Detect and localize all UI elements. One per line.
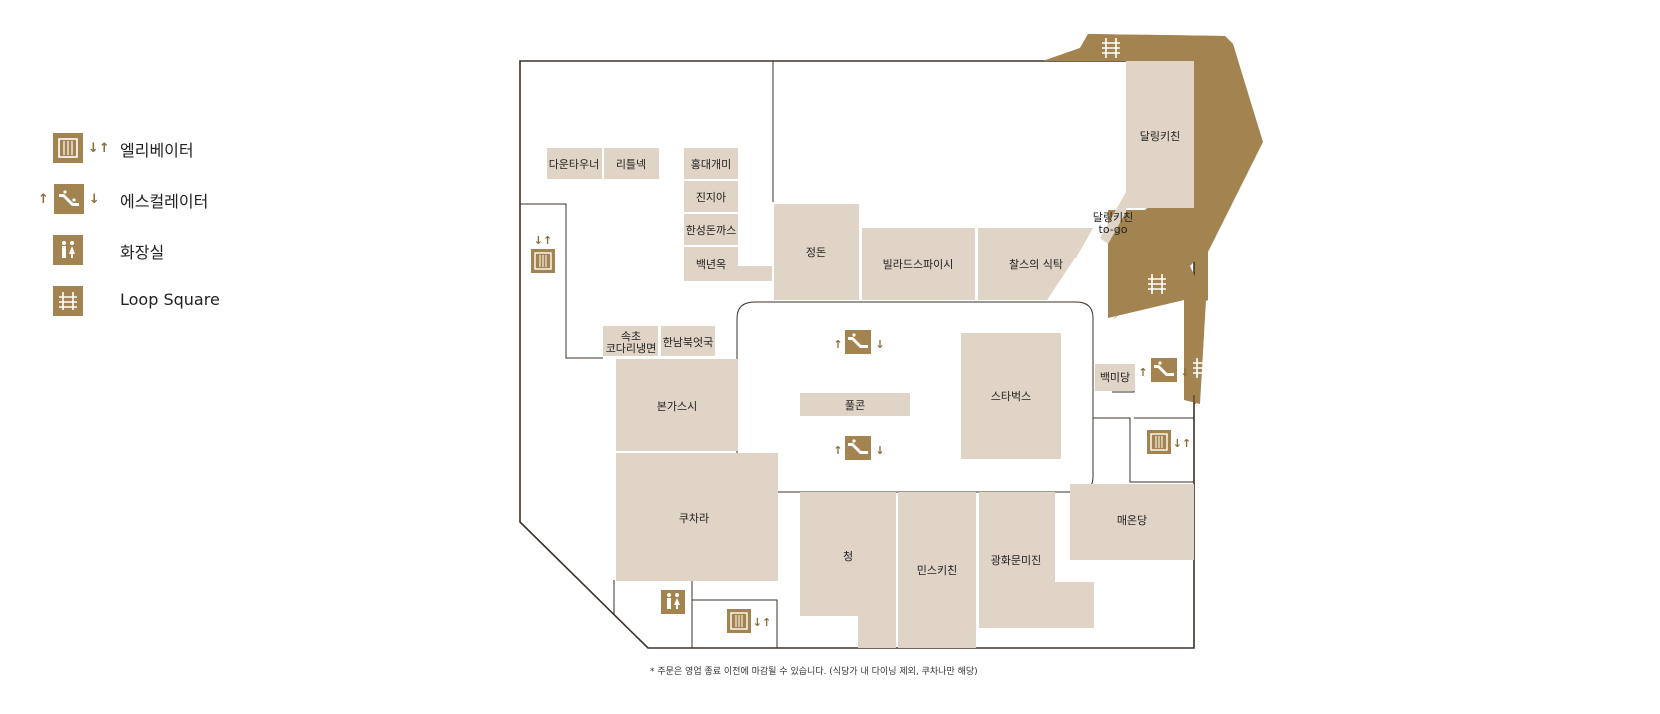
- store-jinjia[interactable]: 진지아: [696, 191, 726, 204]
- store-sokcho-line1[interactable]: 속초: [621, 330, 641, 343]
- store-jeongdon[interactable]: 정돈: [806, 246, 826, 259]
- escalator-icon[interactable]: [1151, 358, 1177, 382]
- store-bongasushi[interactable]: 본가스시: [657, 400, 697, 413]
- footnote: * 주문은 영업 종료 이전에 마감될 수 있습니다. (식당가 내 다이닝 제…: [650, 667, 978, 677]
- store-hannam[interactable]: 한남북엇국: [663, 336, 714, 349]
- elevator-arrows-icon: ↓↑: [753, 616, 771, 629]
- elevator-arrows-icon: ↓↑: [1173, 437, 1191, 450]
- loop-square-icon: [53, 286, 83, 316]
- store-pulkon[interactable]: 풀콘: [845, 399, 865, 412]
- escalator-icon[interactable]: [845, 330, 871, 354]
- facility-icons: ↓↑ ↑ ↓ ↑ ↓ ↑ ↓ ↓↑ ↓↑: [530, 37, 1212, 634]
- elevator-icon[interactable]: [1146, 429, 1172, 455]
- escalator-icon[interactable]: [845, 436, 871, 460]
- legend-elevator-label: 엘리베이터: [120, 141, 194, 160]
- store-dalling[interactable]: 달링키친: [1140, 130, 1180, 143]
- store-hongdae[interactable]: 홍대개미: [691, 157, 731, 171]
- store-dalling-togo-name[interactable]: 달링키친: [1093, 211, 1133, 224]
- store-minskitchen[interactable]: 민스키친: [917, 564, 957, 577]
- up-arrow-icon: ↑: [833, 338, 842, 351]
- up-arrow-icon: ↑: [1138, 366, 1147, 379]
- legend-restroom-label: 화장실: [120, 243, 165, 262]
- down-arrow-icon: ↓: [875, 338, 884, 351]
- store-dalling-togo-suffix[interactable]: to-go: [1099, 223, 1128, 236]
- store-cheong[interactable]: 청: [843, 550, 853, 563]
- elevator-arrows-icon: ↓↑: [534, 234, 552, 247]
- up-arrow-icon: ↑: [833, 444, 842, 457]
- store-baeknyeonok[interactable]: 백년옥: [696, 258, 726, 271]
- store-gwanghwamun[interactable]: 광화문미진: [991, 554, 1042, 567]
- store-blocks: [547, 61, 1194, 648]
- store-starbucks[interactable]: 스타벅스: [991, 390, 1031, 403]
- elevator-icon[interactable]: [726, 608, 752, 634]
- escalator-down-arrow: ↓: [88, 191, 100, 207]
- legend-loop-square: [53, 286, 83, 316]
- store-downtowner[interactable]: 다운타우너: [549, 158, 600, 171]
- store-villa[interactable]: 빌라드스파이시: [883, 258, 954, 271]
- store-maeondang[interactable]: 매온당: [1117, 514, 1147, 527]
- down-arrow-icon: ↓: [1180, 366, 1189, 379]
- elevator-arrows: ↓↑: [88, 140, 110, 156]
- legend-restroom: [53, 235, 83, 265]
- elevator-icon[interactable]: [530, 248, 556, 274]
- legend-loop-square-label: Loop Square: [120, 290, 220, 309]
- store-hanseong[interactable]: 한성돈까스: [686, 224, 737, 237]
- elevator-icon: [53, 133, 83, 163]
- legend-escalator: ↑ ↓: [38, 184, 100, 214]
- store-sokcho-line2[interactable]: 코다리냉면: [606, 342, 657, 355]
- down-arrow-icon: ↓: [875, 444, 884, 457]
- store-chals[interactable]: 찰스의 식탁: [1009, 258, 1063, 271]
- store-labels: 다운타우너 리틀넥 홍대개미 진지아 한성돈까스 백년옥 정돈 빌라드스파이시 …: [549, 130, 1181, 577]
- restroom-icon[interactable]: [661, 590, 685, 614]
- escalator-up-arrow: ↑: [38, 191, 49, 207]
- store-littleneck[interactable]: 리틀넥: [616, 158, 646, 171]
- legend-elevator: ↓↑: [53, 133, 110, 163]
- store-kuchara[interactable]: 쿠차라: [679, 512, 709, 525]
- store-baekmidang[interactable]: 백미당: [1100, 371, 1130, 384]
- escalator-icon: [53, 184, 84, 214]
- restroom-icon: [53, 235, 83, 265]
- legend-escalator-label: 에스컬레이터: [120, 192, 209, 211]
